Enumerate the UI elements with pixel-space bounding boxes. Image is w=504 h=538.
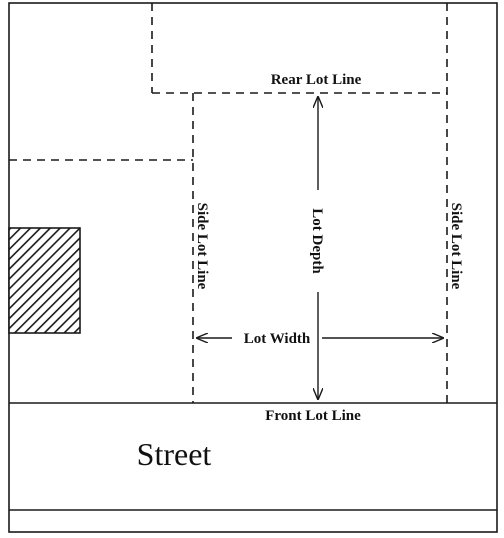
- side-lot-line-left-label: Side Lot Line: [194, 203, 210, 290]
- side-lot-line-right-label: Side Lot Line: [448, 203, 464, 290]
- front-lot-line-label: Front Lot Line: [265, 408, 361, 424]
- rear-lot-line-label: Rear Lot Line: [271, 72, 362, 88]
- adjacent-building: [8, 227, 81, 334]
- lot-depth-label: Lot Depth: [309, 208, 325, 274]
- lot-width-label: Lot Width: [244, 331, 311, 347]
- outer-border: [8, 2, 498, 533]
- street-label: Street: [137, 436, 212, 472]
